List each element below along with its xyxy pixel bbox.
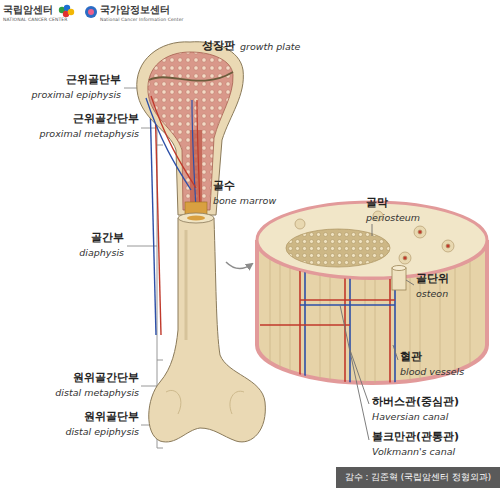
bracket-tick — [157, 360, 163, 361]
femur-shaft — [149, 218, 266, 442]
logo-icon — [59, 5, 97, 18]
part-label-english: growth plate — [240, 41, 300, 52]
marrow-core — [190, 130, 202, 202]
part-label-english: osteon — [416, 288, 448, 299]
part-label: 근위골간단부 — [73, 112, 139, 125]
volkmann-artery — [260, 324, 350, 326]
osteon-top — [392, 266, 406, 271]
part-label: 골단위 — [416, 272, 449, 285]
part-label: 혈관 — [400, 350, 422, 363]
osteon-ring — [442, 240, 454, 252]
part-label-english: blood vessels — [400, 366, 464, 377]
osteon-canal — [418, 230, 422, 234]
logo-text: 국립암센터 — [3, 4, 53, 16]
part-label-english: Volkmann's canal — [372, 446, 455, 457]
vessels — [150, 100, 161, 335]
section-top-face — [257, 202, 487, 278]
vein-line — [192, 100, 196, 210]
bone-cross-section — [257, 202, 487, 390]
part-label: 골막 — [366, 196, 388, 209]
part-label: 골수 — [213, 179, 235, 192]
haversian-vein — [304, 255, 306, 390]
part-label-english: proximal metaphysis — [39, 128, 139, 139]
artery-line — [151, 96, 196, 188]
zoom-arrow — [226, 262, 252, 269]
lamella-line — [290, 250, 291, 390]
growth-plate-line — [149, 72, 233, 81]
leader-line — [127, 246, 157, 247]
logo-disc — [88, 9, 94, 15]
marrow-cavity — [286, 229, 390, 267]
osteon-rings — [295, 211, 454, 264]
shaft-shade — [185, 230, 188, 340]
part-label-english: distal metaphysis — [55, 387, 139, 398]
bracket-tick — [157, 145, 163, 146]
leader-line — [141, 386, 157, 387]
leader-line — [340, 305, 369, 440]
osteon-ring — [399, 252, 411, 264]
part-label-english: bone marrow — [213, 195, 276, 206]
part-label-english: proximal epiphysis — [32, 89, 121, 100]
logo-dot — [68, 9, 74, 15]
lamella-line — [470, 250, 471, 390]
part-label: 골간부 — [91, 231, 124, 244]
osteon-canal — [446, 244, 450, 248]
part-label-english: Haversian canal — [372, 411, 448, 422]
part-label-english: periosteum — [366, 212, 420, 223]
leader-line — [141, 128, 157, 129]
femur-head — [137, 42, 244, 215]
part-label: 하버스관(중심관) — [372, 395, 459, 408]
part-label: 원위골단부 — [84, 410, 139, 423]
part-label-english: diaphysis — [79, 247, 124, 258]
osteon-canal — [403, 256, 407, 260]
credit-caption: 감수 : 김준혁 (국립암센터 정형외과) — [336, 467, 500, 488]
logo-subtext: NATIONAL CANCER CENTER — [3, 17, 68, 22]
logo-text: 국가암정보센터 — [100, 4, 170, 16]
volkmann-vein — [300, 304, 395, 306]
condyle-line — [166, 390, 181, 414]
leader-line — [372, 224, 373, 236]
logo-subtext: National Cancer Information Center — [100, 17, 183, 22]
leader-line — [393, 345, 398, 360]
leader-line — [406, 280, 414, 285]
part-label: 볼크만관(관통관) — [372, 430, 459, 443]
logo-disc — [85, 6, 97, 18]
part-label: 성장판 — [202, 39, 235, 52]
part-label: 원위골간단부 — [73, 371, 139, 384]
artery-line — [197, 100, 200, 210]
lamella-line — [270, 250, 271, 390]
haversian-artery — [299, 255, 301, 390]
bracket-tick — [157, 448, 163, 449]
marrow-cut-face — [187, 215, 205, 220]
shaft-cut-face — [178, 213, 214, 223]
vein-line — [150, 100, 156, 335]
osteon-ring — [414, 226, 426, 238]
lamella-line — [280, 250, 281, 390]
part-label: 근위골단부 — [66, 73, 121, 86]
osteon-ring — [295, 219, 305, 229]
volkmann-artery — [300, 299, 395, 301]
vein-line — [146, 98, 191, 190]
part-label-english: distal epiphysis — [65, 426, 139, 437]
osteon-cylinder — [392, 268, 406, 290]
condyle-line — [230, 391, 244, 414]
